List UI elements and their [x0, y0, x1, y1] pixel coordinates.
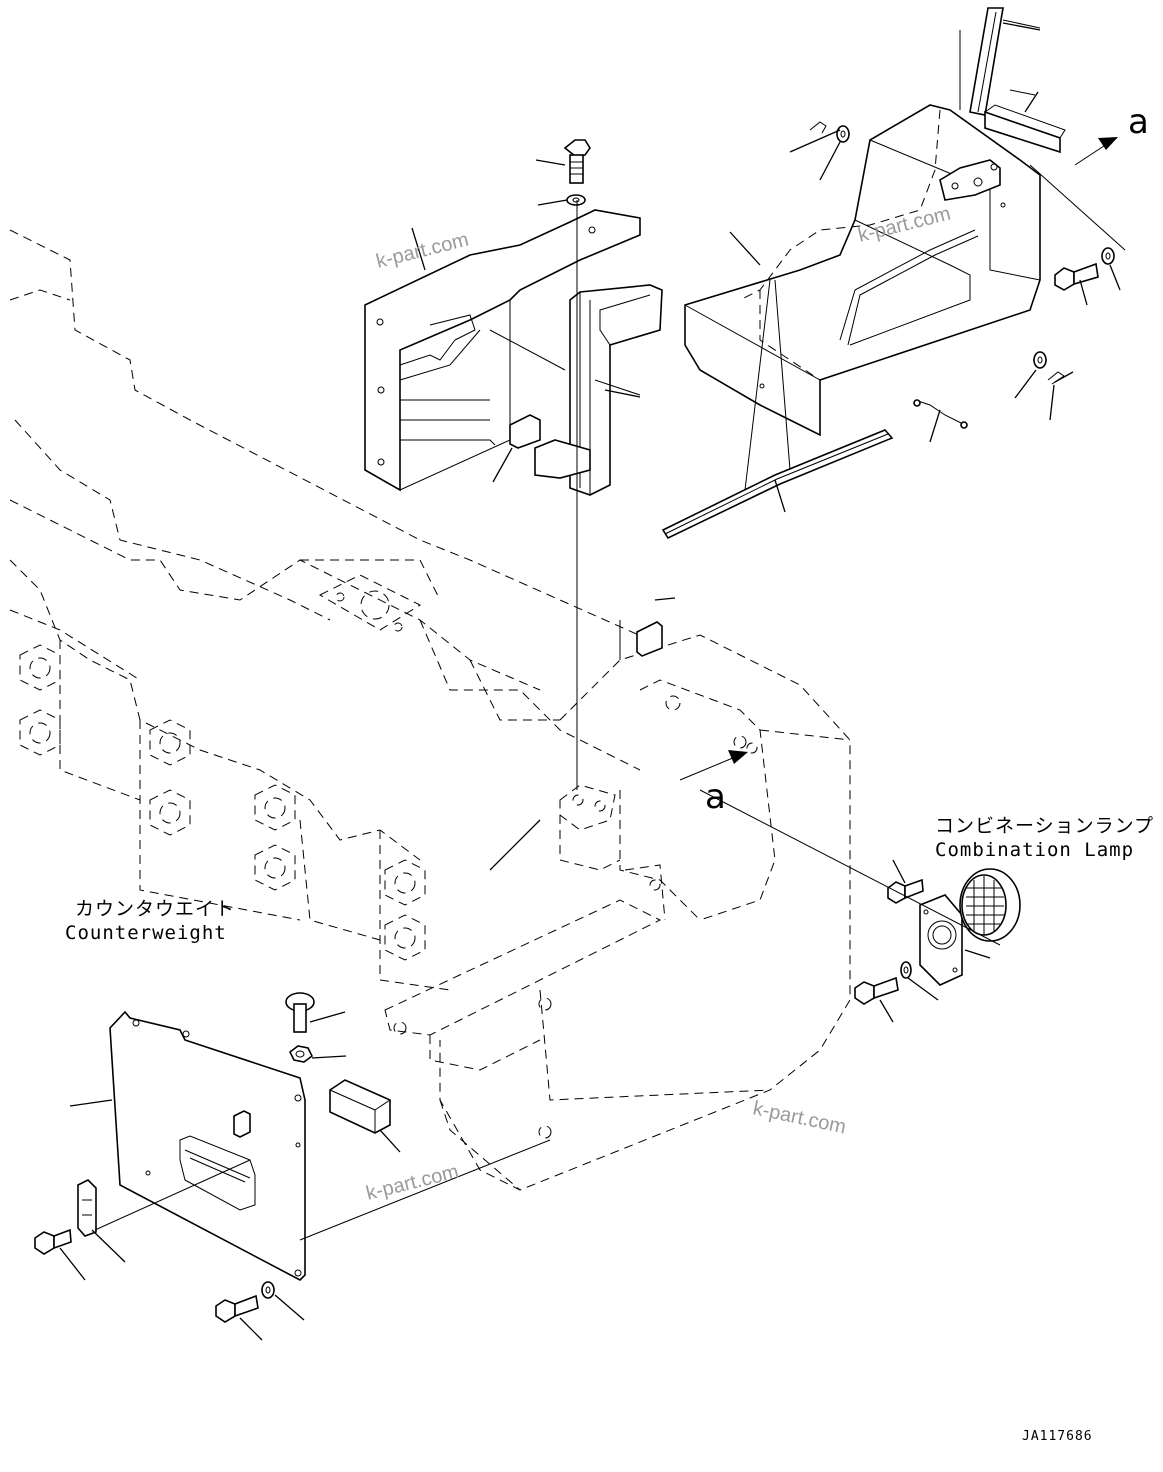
latch-clip — [77, 1179, 97, 1237]
view-ref-top: a — [1128, 102, 1149, 142]
counterweight-body — [9, 229, 851, 1191]
wire-harness — [913, 399, 968, 429]
knob-bolt — [285, 992, 315, 1033]
counterweight-label-jp: カウンタウエイト — [75, 898, 235, 920]
pad-small-2 — [636, 621, 663, 657]
pad-small-1 — [509, 414, 541, 449]
plate-washer-bottom — [261, 1281, 275, 1299]
counterweight-label-en: Counterweight — [65, 922, 227, 944]
counterweight-bosses — [19, 644, 426, 961]
view-ref-mid: a — [705, 777, 726, 817]
watermark-3: k-part.com — [751, 1097, 848, 1138]
lamp-bolt-lower — [854, 976, 899, 1005]
top-washer — [566, 194, 586, 206]
drawing-code: JA117686 — [1022, 1429, 1093, 1444]
seal-strip-top — [969, 7, 1004, 116]
leader-lines — [59, 19, 1126, 1341]
watermark-4: k-part.com — [364, 1161, 461, 1205]
view-arrow-mid — [679, 750, 748, 781]
combination-lamp — [959, 868, 1021, 942]
seal-strip-bottom — [661, 429, 894, 540]
combination-lamp-label-en: Combination Lamp — [935, 839, 1134, 861]
top-bolt — [563, 139, 591, 184]
plate-bolt-bottom — [215, 1294, 259, 1323]
lamp-bracket — [919, 894, 963, 986]
view-arrow-top — [1074, 137, 1118, 166]
combination-lamp-label-jp: コンビネーションランプ — [935, 815, 1154, 837]
hood-bolt-right — [1054, 262, 1099, 291]
lifting-eye — [318, 574, 422, 632]
lamp-washer — [900, 961, 912, 979]
side-cover-plate — [109, 1010, 306, 1281]
vertical-bracket — [534, 284, 663, 496]
plate-bolt-left — [34, 1228, 72, 1255]
nut — [288, 1045, 314, 1063]
hood-clip-top — [809, 121, 827, 134]
hood-washer-top — [836, 125, 850, 143]
foam-block — [329, 1079, 391, 1134]
hood-washer-lower — [1033, 351, 1047, 369]
rear-hood — [684, 104, 1041, 437]
foam-pad — [984, 104, 1066, 154]
upper-cover — [364, 209, 641, 492]
lamp-bolt-upper — [887, 878, 924, 904]
hood-washer-right — [1101, 247, 1115, 265]
